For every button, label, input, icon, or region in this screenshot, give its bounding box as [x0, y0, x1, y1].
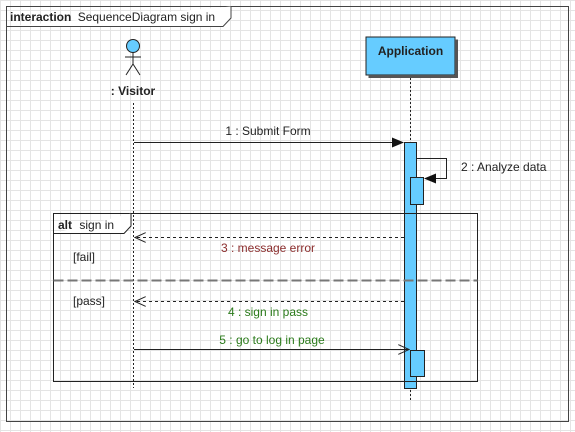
alt-fragment: alt sign in [fail] [pass]: [53, 213, 478, 382]
guard-pass: [pass]: [73, 294, 105, 308]
message-3-label: 3 : message error: [221, 241, 315, 255]
application-label: Application: [378, 44, 443, 58]
message-4-label: 4 : sign in pass: [228, 305, 308, 319]
svg-text:alt sign in: alt sign in: [58, 218, 114, 232]
message-1-label: 1 : Submit Form: [225, 124, 310, 138]
message-submit-form[interactable]: 1 : Submit Form: [134, 124, 404, 148]
message-analyze-data[interactable]: 2 : Analyze data: [417, 158, 547, 184]
visitor-actor[interactable]: : Visitor: [111, 39, 156, 99]
guard-fail: [fail]: [73, 250, 95, 264]
message-2-label: 2 : Analyze data: [461, 160, 547, 174]
message-5-label: 5 : go to log in page: [219, 333, 325, 347]
interaction-frame: interaction SequenceDiagram sign in: [6, 6, 569, 422]
svg-text:interaction SequenceDiag: interaction SequenceDiagram sign in: [10, 10, 215, 24]
message-sign-in-pass[interactable]: 4 : sign in pass: [135, 302, 404, 320]
redirect-activation-bar[interactable]: [410, 350, 425, 377]
frame-keyword: interaction: [10, 10, 71, 24]
message-go-to-login[interactable]: 5 : go to log in page: [134, 333, 409, 350]
visitor-label: : Visitor: [111, 84, 156, 98]
fragment-name: sign in: [79, 218, 114, 232]
message-error[interactable]: 3 : message error: [135, 238, 404, 256]
actor-head-icon: [126, 39, 140, 53]
fragment-operator: alt: [58, 218, 72, 232]
application-lifeline-head[interactable]: Application: [365, 36, 458, 78]
frame-title: SequenceDiagram sign in: [78, 10, 215, 24]
analyze-activation-bar[interactable]: [410, 177, 424, 205]
